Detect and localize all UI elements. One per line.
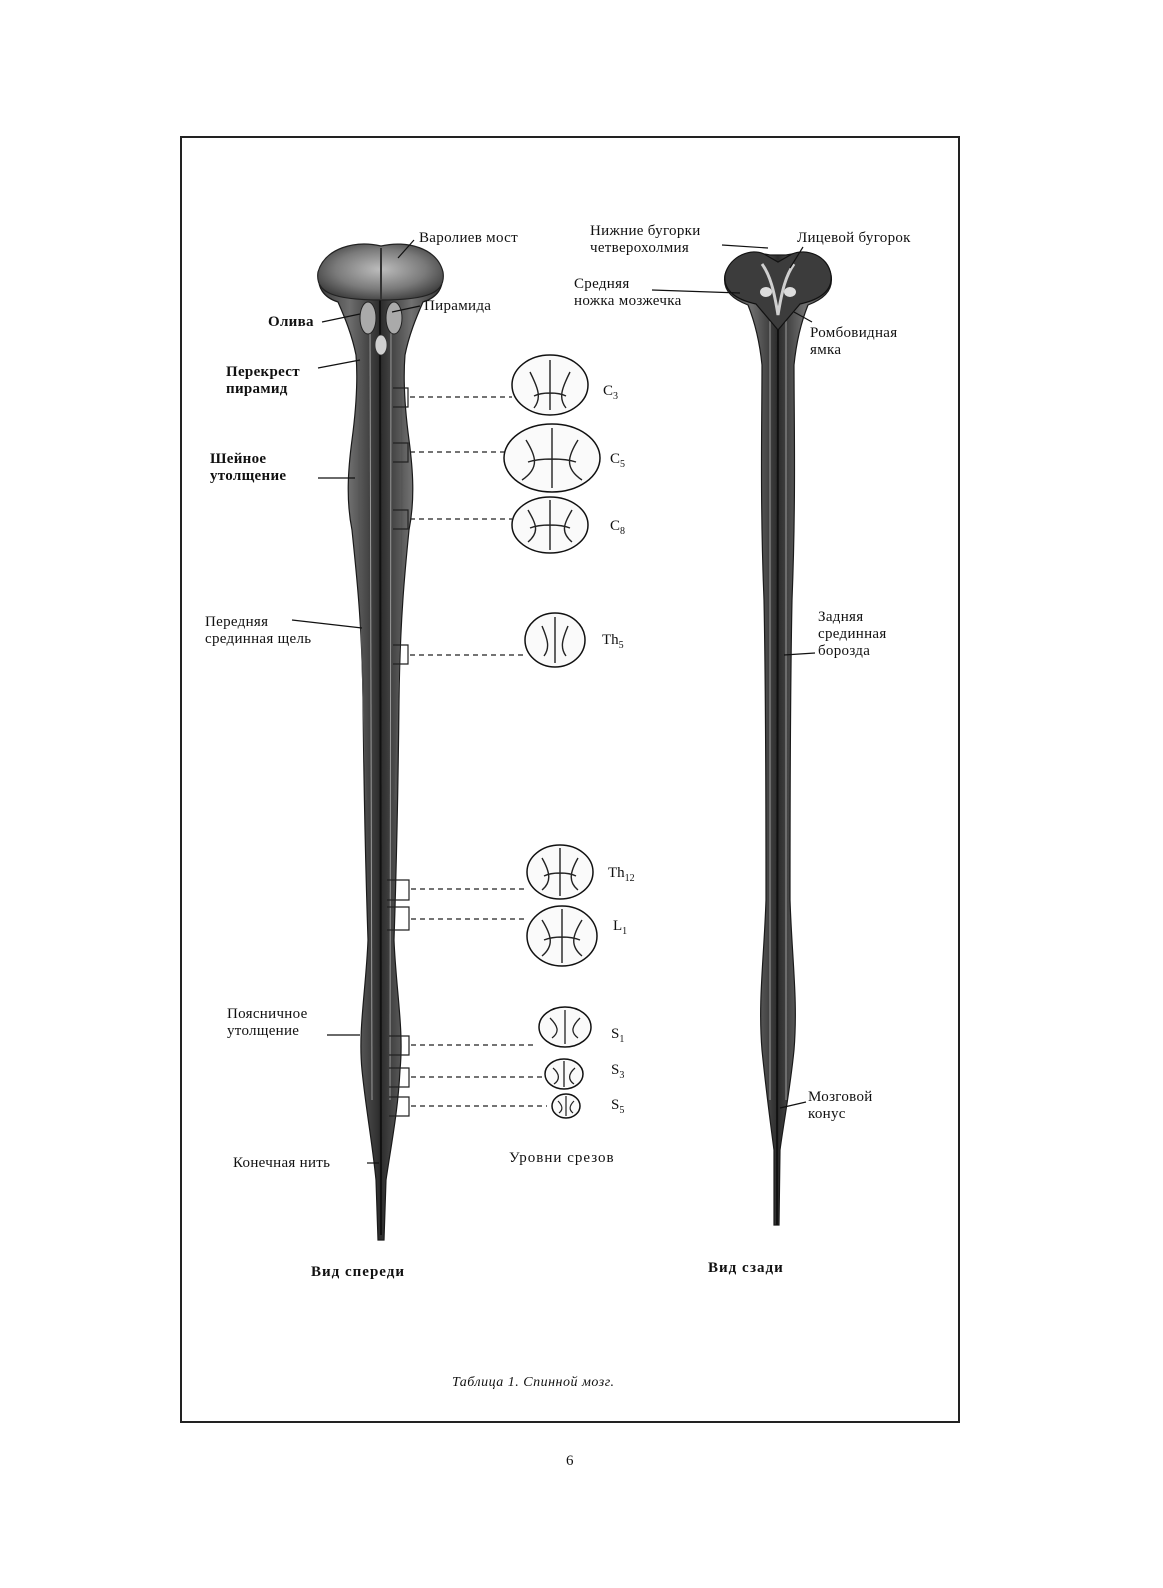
label-pyramidal-decussation: Перекрест пирамид: [226, 364, 300, 397]
cross-section-th12: [526, 844, 594, 900]
front-view-title: Вид спереди: [311, 1264, 405, 1280]
label-rhomboid-fossa: Ромбовидная ямка: [810, 325, 898, 358]
cross-section-th5: [524, 612, 586, 668]
segment-label-th12: Th12: [608, 865, 635, 884]
leader-lines: [291, 239, 816, 1164]
cross-section-c8: [511, 496, 589, 554]
segment-label-c5: C5: [610, 451, 626, 470]
cross-section-s1: [538, 1006, 592, 1048]
cross-section-c3: [511, 354, 589, 416]
figure-caption: Таблица 1. Спинной мозг.: [452, 1375, 615, 1390]
segment-label-c3: C3: [603, 383, 619, 402]
back-spinal-cord: [723, 251, 833, 1226]
label-facial-colliculus: Лицевой бугорок: [797, 230, 911, 246]
label-lumbar-enlargement: Поясничное утолщение: [227, 1006, 308, 1039]
segment-label-l1: L1: [613, 918, 628, 937]
segment-label-s1: S1: [611, 1026, 625, 1045]
label-posterior-median-sulcus: Задняя срединная борозда: [818, 609, 887, 659]
label-conus-medullaris: Мозговой конус: [808, 1089, 873, 1122]
segment-label-s5: S5: [611, 1097, 625, 1116]
section-markers: [387, 387, 547, 1117]
section-levels-title: Уровни срезов: [509, 1150, 615, 1166]
segment-label-c8: C8: [610, 518, 626, 537]
cross-section-s3: [544, 1058, 584, 1090]
label-inferior-colliculi: Нижние бугорки четверохолмия: [590, 223, 701, 256]
label-pyramid: Пирамида: [424, 298, 492, 314]
front-spinal-cord: [317, 243, 444, 1241]
label-cervical-enlargement: Шейное утолщение: [210, 451, 287, 484]
cross-section-s5: [551, 1093, 581, 1119]
label-middle-cerebellar-peduncle: Средняя ножка мозжечка: [574, 276, 682, 309]
label-pons: Варолиев мост: [419, 230, 518, 246]
back-view-title: Вид сзади: [708, 1260, 784, 1276]
page-number: 6: [566, 1453, 574, 1469]
label-olive: Олива: [268, 314, 314, 330]
cross-section-l1: [526, 905, 598, 967]
figure-frame: [180, 136, 960, 1423]
segment-label-th5: Th5: [602, 632, 624, 651]
label-anterior-median-fissure: Передняя срединная щель: [205, 614, 312, 647]
label-filum-terminale: Конечная нить: [233, 1155, 331, 1171]
segment-label-s3: S3: [611, 1062, 625, 1081]
cross-section-c5: [503, 423, 601, 493]
